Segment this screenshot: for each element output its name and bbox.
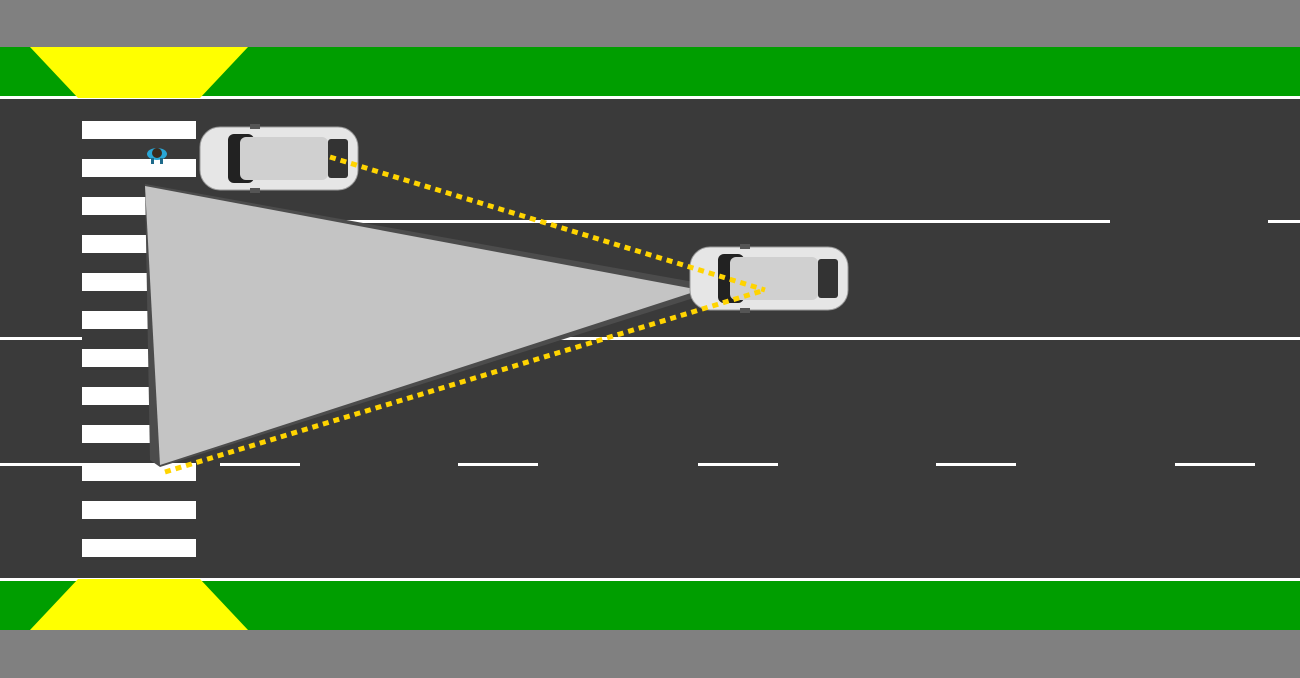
car-approaching (689, 244, 849, 313)
sight-line-upper (329, 154, 766, 293)
lane-line-dash (698, 463, 778, 466)
pedestrian-head-icon (152, 148, 162, 158)
car-mirror (250, 124, 260, 129)
lane-line-dash (0, 463, 82, 466)
lane-line-dash (936, 463, 1016, 466)
sight-line-lower (164, 287, 766, 475)
car-mirror (740, 308, 750, 313)
lane-line-dash (458, 463, 538, 466)
crosswalk-stripe (82, 121, 196, 139)
lane-line-solid (197, 220, 1110, 223)
sidewalk-top (0, 0, 1300, 47)
car-mirror (250, 188, 260, 193)
center-line (0, 337, 82, 340)
pedestrian (147, 148, 167, 164)
car-mirror (740, 244, 750, 249)
sidewalk-bottom (0, 630, 1300, 678)
car-rear-window (818, 259, 838, 298)
crosswalk-stripe (82, 539, 196, 557)
curb-ramp-top (30, 47, 248, 98)
road-edge-top (0, 96, 1300, 99)
lane-markings (0, 220, 1300, 466)
car-roof (240, 137, 328, 180)
crosswalk-stripe (82, 159, 196, 177)
lane-line-solid (1268, 220, 1300, 223)
crosswalk-stripe (82, 463, 196, 481)
car-near-crosswalk (199, 124, 359, 193)
road-edge-bottom (0, 578, 1300, 581)
center-line (196, 337, 1300, 340)
crosswalk-stripe (82, 501, 196, 519)
car-roof (730, 257, 818, 300)
car-rear-window (328, 139, 348, 178)
sight-cone (145, 186, 700, 465)
lane-line-dash (1175, 463, 1255, 466)
lane-line-dash (220, 463, 300, 466)
curb-ramp-bottom (30, 579, 248, 630)
